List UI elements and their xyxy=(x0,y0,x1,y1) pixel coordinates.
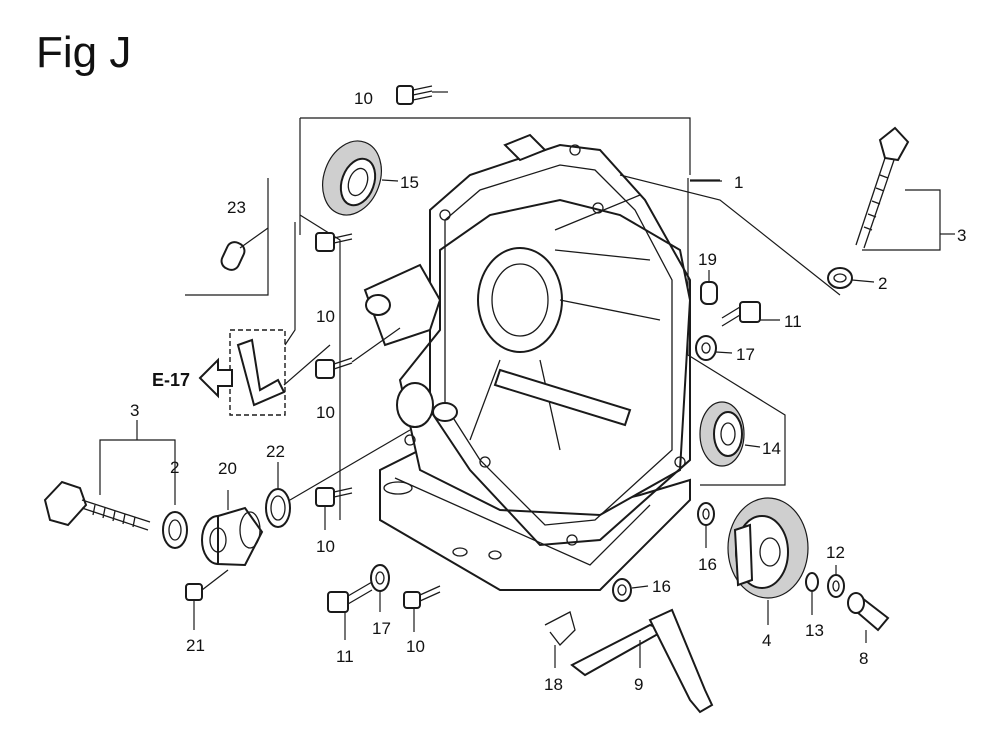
governor-gear-4 xyxy=(727,497,809,625)
oil-filler-plug-20 xyxy=(201,490,264,567)
o-ring-2-right xyxy=(827,267,875,289)
governor-arm-9 xyxy=(570,608,714,714)
dipstick-right xyxy=(855,126,955,251)
bolt-10-bottom xyxy=(403,585,441,632)
pin-8 xyxy=(847,592,890,643)
callout-10: 10 xyxy=(354,89,373,108)
bearing-14 xyxy=(699,401,761,467)
washer-17-right xyxy=(695,335,733,361)
callout-13: 13 xyxy=(805,621,824,640)
crankcase-body xyxy=(363,133,692,591)
reference-arrow-e17: E-17 xyxy=(152,357,233,399)
callout-10: 10 xyxy=(316,537,335,556)
callout-16: 16 xyxy=(698,555,717,574)
oil-seal-15 xyxy=(322,140,382,216)
callout-15: 15 xyxy=(400,173,419,192)
callout-4: 4 xyxy=(762,631,771,650)
callout-21: 21 xyxy=(186,636,205,655)
dowel-pin-23 xyxy=(220,227,269,271)
bolt-10-lower-left xyxy=(315,327,401,379)
callout-8: 8 xyxy=(859,649,868,668)
callout-16: 16 xyxy=(652,577,671,596)
breather-tube xyxy=(229,329,331,416)
o-ring-22 xyxy=(265,429,411,528)
callout-11: 11 xyxy=(784,312,802,331)
bolt-10-top xyxy=(396,85,448,105)
callout-11: 11 xyxy=(336,647,354,666)
washer-13 xyxy=(805,572,819,615)
dipstick-left xyxy=(43,420,176,531)
figure-title: Fig J xyxy=(36,28,132,77)
callout-12: 12 xyxy=(826,543,845,562)
washer-12 xyxy=(827,565,845,598)
washer-16-lower xyxy=(612,578,649,602)
callout-19: 19 xyxy=(698,250,717,269)
bolt-10-mid xyxy=(315,487,353,530)
washer-16-upper xyxy=(697,502,715,548)
callout-labels: 1 2 3 10 15 23 10 10 19 11 17 14 3 2 20 … xyxy=(130,89,966,694)
callout-3: 3 xyxy=(957,226,966,245)
bolt-11-right xyxy=(721,301,780,327)
bolt-21 xyxy=(185,569,229,630)
dowel-pin-19 xyxy=(700,270,718,305)
callout-10: 10 xyxy=(316,403,335,422)
callout-1: 1 xyxy=(734,173,743,192)
callout-3: 3 xyxy=(130,401,139,420)
callout-10: 10 xyxy=(316,307,335,326)
bolt-11-bottom xyxy=(327,581,373,640)
callout-9: 9 xyxy=(634,675,643,694)
o-ring-2-left xyxy=(162,511,188,549)
callout-23: 23 xyxy=(227,198,246,217)
callout-17: 17 xyxy=(736,345,755,364)
callout-2: 2 xyxy=(878,274,887,293)
bolt-10-upper-left xyxy=(315,232,353,252)
callout-14: 14 xyxy=(762,439,781,458)
callout-18: 18 xyxy=(544,675,563,694)
washer-17-bottom xyxy=(370,564,390,612)
callout-2: 2 xyxy=(170,458,179,477)
callout-22: 22 xyxy=(266,442,285,461)
callout-20: 20 xyxy=(218,459,237,478)
reference-label-e17: E-17 xyxy=(152,370,190,390)
clip-18 xyxy=(544,611,576,668)
callout-17: 17 xyxy=(372,619,391,638)
callout-10: 10 xyxy=(406,637,425,656)
